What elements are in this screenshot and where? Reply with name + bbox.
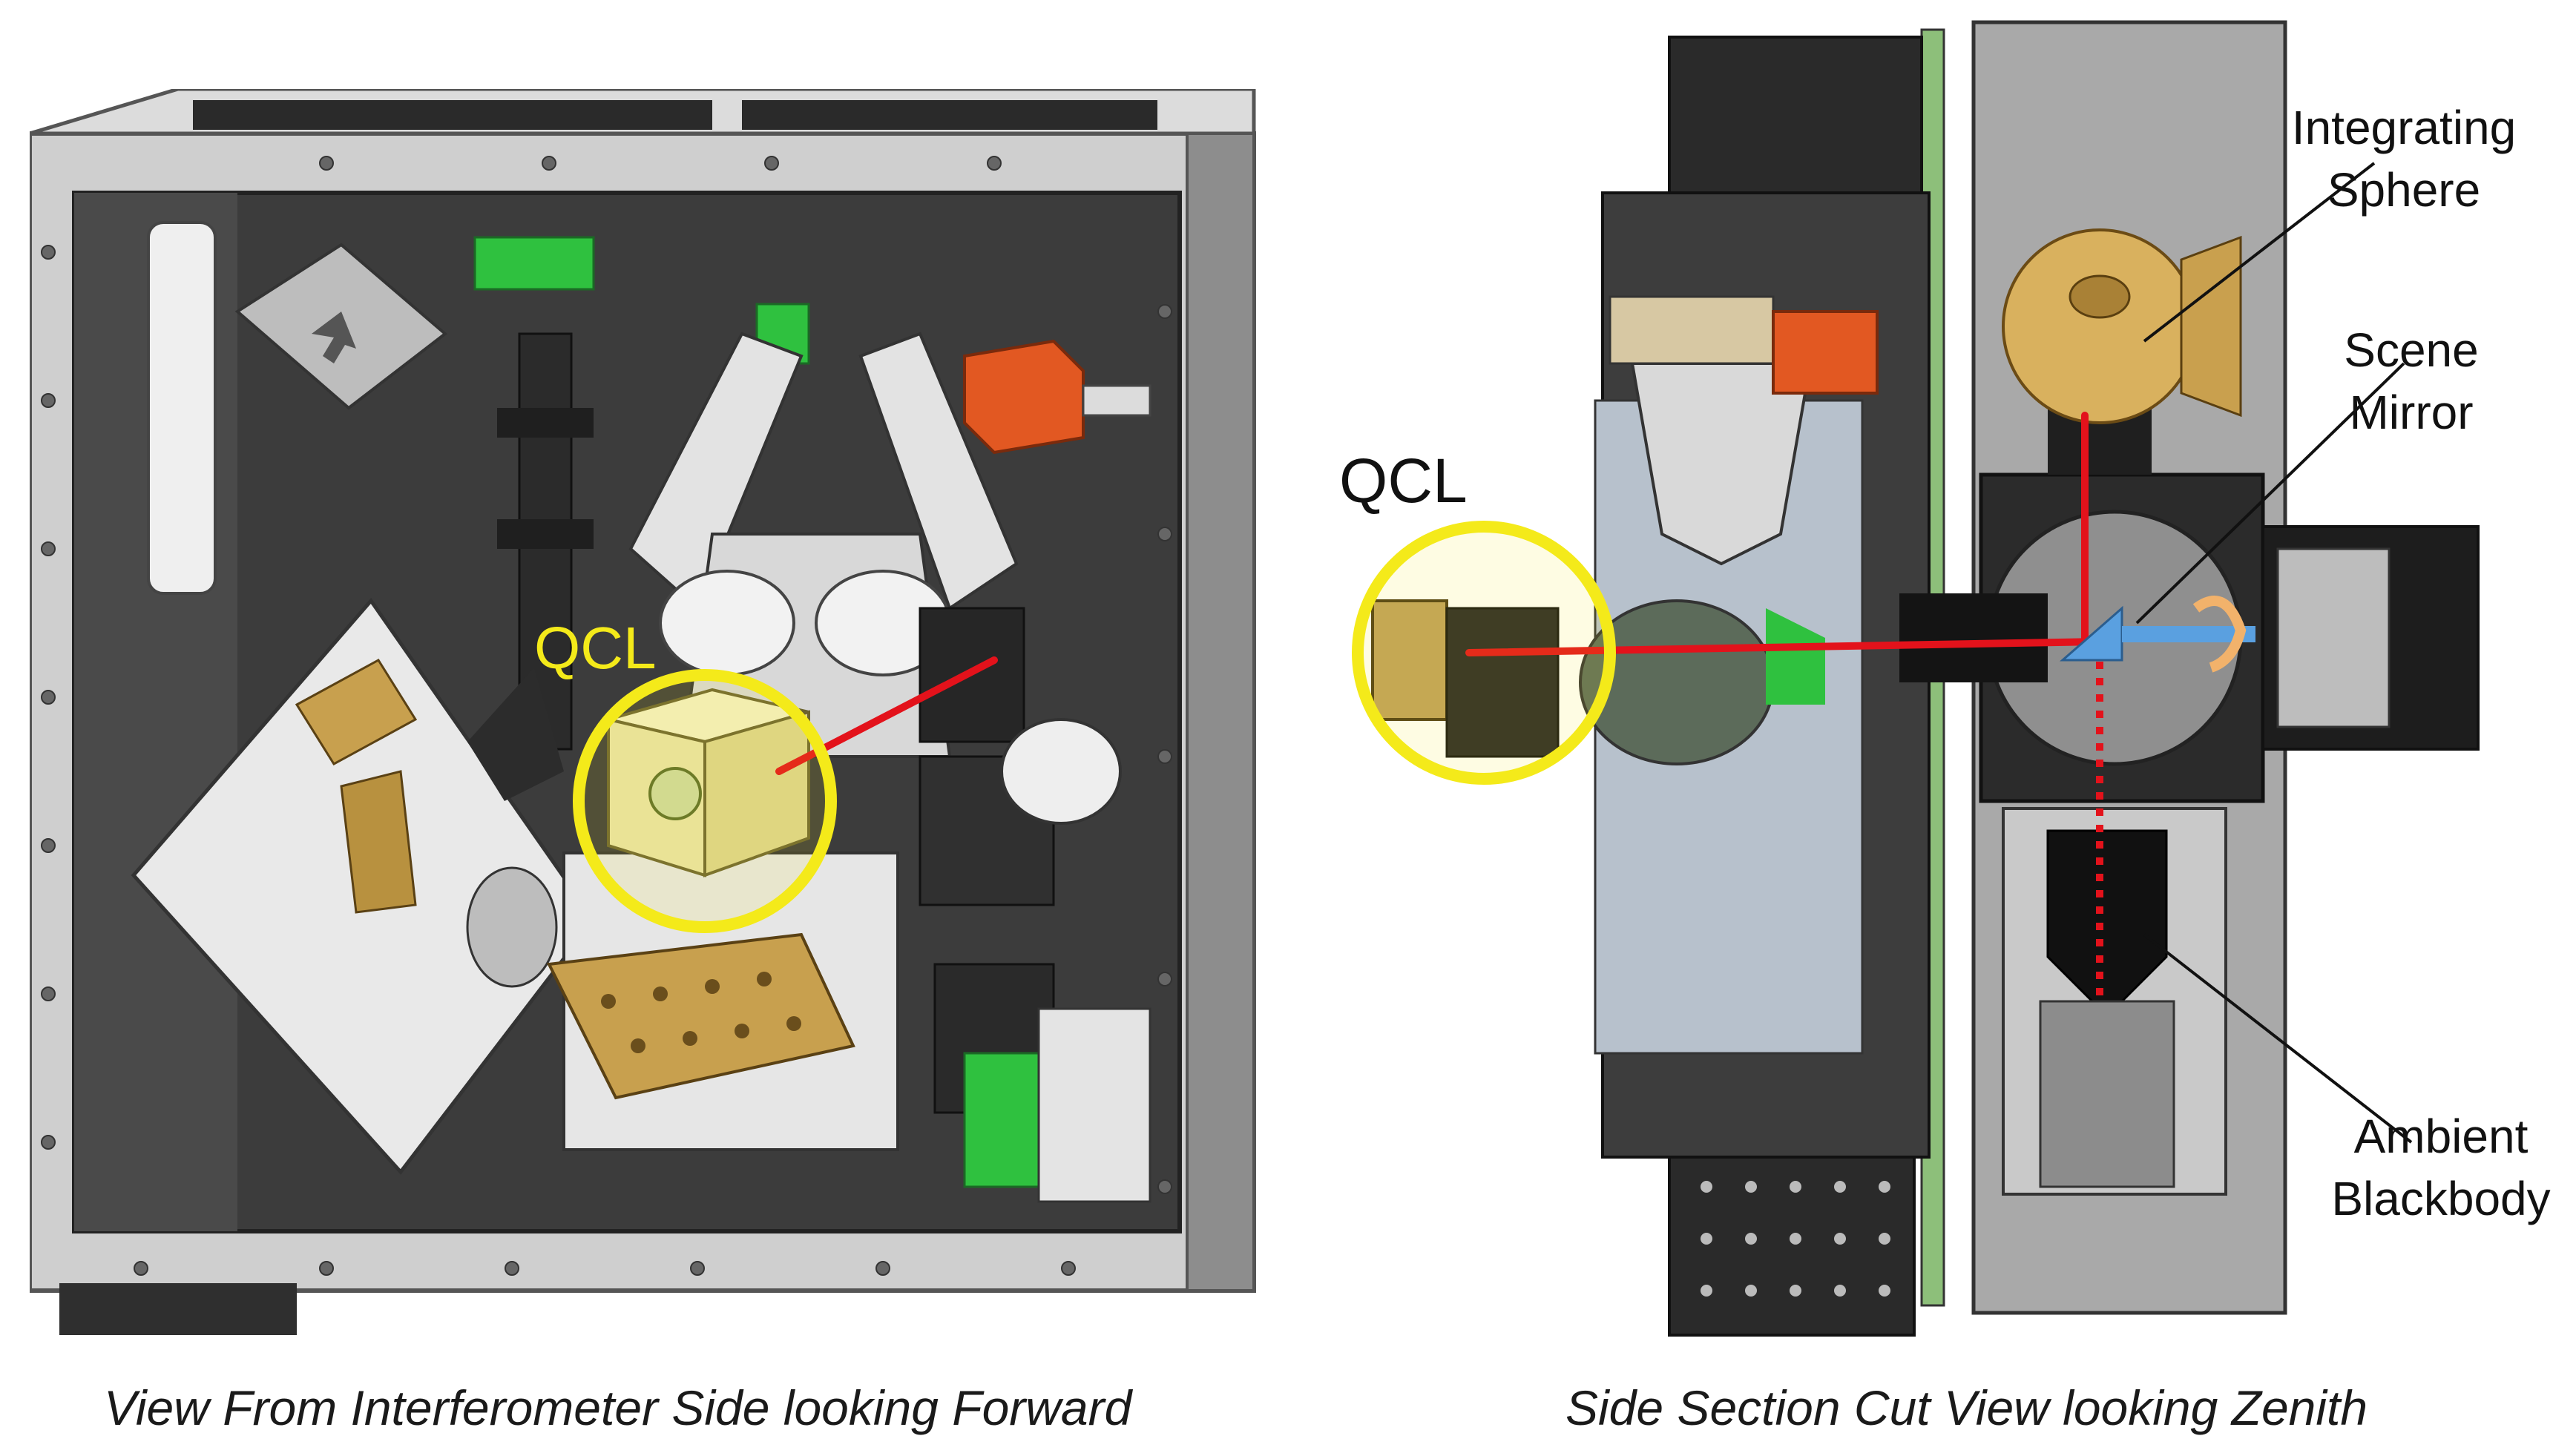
callout-integrating-sphere-line2: Sphere bbox=[2327, 163, 2481, 217]
rotation-arrow-icon bbox=[2192, 596, 2247, 673]
right-panel-section-view bbox=[1350, 15, 2575, 1350]
callout-scene-mirror-line2: Mirror bbox=[2349, 386, 2474, 439]
sphere-port bbox=[2069, 274, 2131, 319]
callout-integrating-sphere: Integrating Sphere bbox=[2285, 96, 2523, 221]
qcl-aperture bbox=[648, 767, 702, 820]
leader-ambient-blackbody bbox=[2143, 933, 2413, 1144]
interferometer-cad-drawing bbox=[30, 89, 1256, 1335]
callout-ambient-blackbody: Ambient Blackbody bbox=[2315, 1105, 2567, 1230]
frame-top-slot-2 bbox=[742, 100, 1157, 130]
scene-mirror-tube bbox=[1899, 593, 2048, 682]
leader-scene-mirror bbox=[2135, 362, 2405, 625]
qcl-cube-side bbox=[703, 710, 810, 877]
integrating-sphere bbox=[2002, 228, 2198, 424]
red-block bbox=[963, 339, 1085, 455]
telescope-mirror-left bbox=[659, 570, 795, 676]
right-lens bbox=[1000, 718, 1122, 825]
laser-beam-horizontal bbox=[1465, 638, 2103, 656]
post-clamp-2 bbox=[497, 519, 594, 549]
qcl-label-right: QCL bbox=[1339, 446, 1468, 515]
callout-ambient-blackbody-line1: Ambient bbox=[2353, 1110, 2529, 1163]
qcl-highlight-circle-right bbox=[1352, 521, 1616, 785]
leader-integrating-sphere bbox=[2143, 162, 2376, 343]
bench-port bbox=[466, 866, 558, 988]
red-block-stem bbox=[1082, 384, 1151, 417]
red-block bbox=[1772, 310, 1879, 395]
lower-housing-holes bbox=[1701, 1181, 1890, 1297]
sphere-cone bbox=[2180, 235, 2242, 418]
callout-scene-mirror: Scene Mirror bbox=[2315, 319, 2508, 444]
frame-top-slot bbox=[193, 100, 712, 130]
qcl-highlight-circle-left bbox=[573, 669, 837, 933]
green-wedge bbox=[1766, 608, 1825, 705]
motor-face bbox=[2276, 547, 2391, 728]
brass-table bbox=[546, 932, 855, 1100]
caption-right: Side Section Cut View looking Zenith bbox=[1565, 1380, 2368, 1435]
frame-bolts bbox=[41, 156, 1172, 1276]
bench-wedge bbox=[467, 668, 564, 801]
green-board-top bbox=[473, 236, 595, 291]
arrow-glyph bbox=[312, 312, 356, 363]
blackbody-base bbox=[2039, 1000, 2175, 1188]
frame-foot bbox=[59, 1283, 297, 1335]
right-white-stack bbox=[1037, 1007, 1151, 1203]
callout-integrating-sphere-line1: Integrating bbox=[2291, 101, 2517, 154]
blackbody-cone bbox=[2046, 829, 2168, 1018]
qcl-body bbox=[1371, 599, 1448, 721]
left-rail bbox=[147, 221, 217, 595]
qcl-mount bbox=[1445, 607, 1560, 758]
brass-mount-left bbox=[295, 659, 418, 765]
caption-left: View From Interferometer Side looking Fo… bbox=[104, 1380, 1132, 1435]
left-panel-interferometer-view bbox=[30, 89, 1261, 1335]
post-clamp bbox=[497, 408, 594, 438]
callout-scene-mirror-line1: Scene bbox=[2344, 323, 2479, 377]
qcl-label-left: QCL bbox=[534, 615, 657, 681]
frame-right-side bbox=[1186, 132, 1255, 1292]
telescope-arm-right bbox=[858, 332, 1019, 611]
section-cad-drawing bbox=[1352, 20, 2480, 1337]
tan-block bbox=[1609, 295, 1775, 365]
callout-ambient-blackbody-line2: Blackbody bbox=[2331, 1172, 2551, 1225]
laser-beam-left bbox=[775, 656, 998, 775]
brass-table-holes bbox=[601, 972, 801, 1053]
brass-mount-left-2 bbox=[340, 770, 417, 914]
